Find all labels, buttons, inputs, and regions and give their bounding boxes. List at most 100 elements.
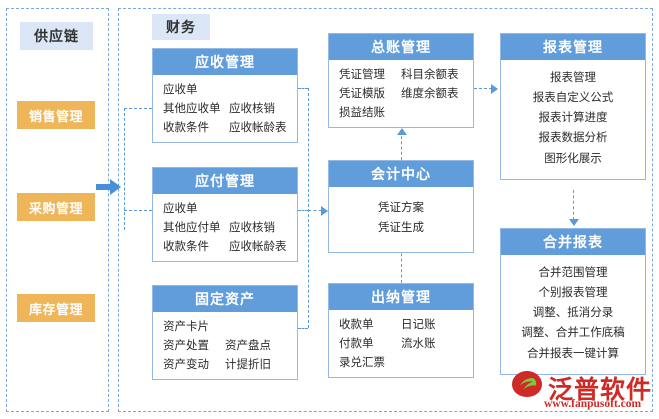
module-sales-management[interactable]: 销售管理 [17,101,95,129]
card-report-management[interactable]: 报表管理 报表管理 报表自定义公式 报表计算进度 报表数据分析 图形化展示 [500,33,646,180]
card-item[interactable]: 凭证模版 [339,87,385,100]
card-item[interactable]: 调整、合并工作底稿 [521,327,625,340]
finance-title: 财务 [152,14,210,40]
card-item[interactable]: 维度余额表 [401,87,459,100]
flow-arrow-icon [96,179,121,195]
card-item [225,318,287,337]
card-item[interactable]: 凭证方案 [378,202,424,214]
card-title-report-management: 报表管理 [501,34,645,60]
card-item[interactable]: 计提折旧 [225,358,271,371]
card-accounts-payable[interactable]: 应付管理 应收单 其他应付单 应收核销 收款条件 应收帐龄表 [152,167,298,262]
arrow-into-accounting [321,206,328,216]
card-item [401,104,463,123]
connector-gl-to-report [474,88,492,89]
card-item[interactable]: 应收帐龄表 [229,121,287,134]
fanpu-logo-icon [512,371,542,397]
card-row: 录兑汇票 [329,354,473,373]
card-item[interactable]: 个别报表管理 [538,287,608,300]
connector-ap-out [298,210,308,211]
card-item[interactable]: 录兑汇票 [339,356,385,369]
card-fixed-assets[interactable]: 固定资产 资产卡片 资产处置 资产盘点 资产变动 计提折旧 [152,285,298,380]
card-item[interactable]: 应收核销 [229,221,275,234]
card-cashier-management[interactable]: 出纳管理 收款单 日记账 付款单 流水账 录兑汇票 [328,283,474,378]
card-item[interactable]: 应收单 [163,84,198,96]
card-item[interactable]: 资产卡片 [163,321,209,333]
card-item[interactable]: 收款条件 [163,240,209,253]
card-item[interactable]: 资产处置 [163,339,209,352]
logo-website-url: www.fanpusoft.com [544,398,642,410]
card-item[interactable]: 合并报表一键计算 [527,347,619,360]
card-item[interactable]: 报表自定义公式 [532,92,614,105]
connector-to-ap [124,210,152,211]
card-item[interactable]: 调整、抵消分录 [532,307,614,320]
arrow-into-report-management [491,84,498,94]
card-item[interactable]: 损益结账 [339,106,385,119]
card-item[interactable]: 资产盘点 [225,339,271,352]
card-body-accounts-receivable: 应收单 其他应收单 应收核销 收款条件 应收帐龄表 [153,75,297,142]
card-title-cashier-management: 出纳管理 [329,284,473,310]
arrow-into-general-ledger [397,128,407,135]
card-accounts-receivable[interactable]: 应收管理 应收单 其他应收单 应收核销 收款条件 应收帐龄表 [152,48,298,143]
card-body-accounting-center: 凭证方案 凭证生成 [329,187,473,252]
card-item[interactable]: 报表数据分析 [538,132,608,145]
card-title-accounting-center: 会计中心 [329,161,473,187]
module-purchase-management[interactable]: 采购管理 [17,193,95,221]
module-inventory-management[interactable]: 库存管理 [17,294,95,322]
card-item[interactable]: 凭证管理 [339,69,385,81]
card-body-general-ledger: 凭证管理 科目余额表 凭证模版 维度余额表 损益结账 [329,60,473,127]
card-row: 其他应付单 应收核销 [153,219,297,238]
card-body-cashier-management: 收款单 日记账 付款单 流水账 录兑汇票 [329,310,473,377]
card-item[interactable]: 收款单 [339,319,374,331]
card-item[interactable]: 凭证生成 [378,222,424,235]
card-item[interactable]: 报表管理 [550,72,596,84]
card-body-consolidated-reports: 合并范围管理 个别报表管理 调整、抵消分录 调整、合并工作底稿 合并报表一键计算 [501,255,645,374]
card-item[interactable]: 应收帐龄表 [229,240,287,253]
card-item[interactable]: 日记账 [401,319,436,331]
card-item[interactable]: 付款单 [339,337,374,350]
card-row: 应收单 [153,200,297,219]
card-item[interactable]: 流水账 [401,337,436,350]
card-consolidated-reports[interactable]: 合并报表 合并范围管理 个别报表管理 调整、抵消分录 调整、合并工作底稿 合并报… [500,228,646,375]
card-item[interactable]: 其他应付单 [163,221,221,234]
card-body-fixed-assets: 资产卡片 资产处置 资产盘点 资产变动 计提折旧 [153,312,297,379]
card-item[interactable]: 图形化展示 [544,152,602,165]
card-accounting-center[interactable]: 会计中心 凭证方案 凭证生成 [328,160,474,254]
finance-container [118,8,653,412]
card-row: 资产卡片 [153,318,297,337]
supply-chain-container [6,8,109,412]
card-item[interactable]: 其他应收单 [163,102,221,115]
card-item[interactable]: 收款条件 [163,121,209,134]
card-row: 应收单 [153,81,297,100]
card-title-consolidated-reports: 合并报表 [501,229,645,255]
card-row: 付款单 流水账 [329,335,473,354]
card-row: 其他应收单 应收核销 [153,100,297,119]
connector-report-to-consolidated [573,190,574,220]
connector-fa-out [298,328,308,329]
card-row: 收款条件 应收帐龄表 [153,238,297,257]
card-row: 资产变动 计提折旧 [153,356,297,375]
card-general-ledger[interactable]: 总账管理 凭证管理 科目余额表 凭证模版 维度余额表 损益结账 [328,33,474,128]
card-row: 收款条件 应收帐龄表 [153,119,297,138]
card-item[interactable]: 科目余额表 [401,69,459,81]
card-row: 凭证模版 维度余额表 [329,85,473,104]
connector-mid-to-accounting [308,210,322,211]
card-body-accounts-payable: 应收单 其他应付单 应收核销 收款条件 应收帐龄表 [153,194,297,261]
card-item[interactable]: 资产变动 [163,358,209,371]
card-row: 损益结账 [329,104,473,123]
card-item[interactable]: 应收核销 [229,102,275,115]
connector-to-ar [124,108,152,109]
card-item [229,81,287,100]
card-body-report-management: 报表管理 报表自定义公式 报表计算进度 报表数据分析 图形化展示 [501,60,645,179]
card-item[interactable]: 合并范围管理 [538,267,608,279]
card-title-accounts-receivable: 应收管理 [153,49,297,75]
card-item [229,200,287,219]
card-item[interactable]: 应收单 [163,203,198,215]
card-row: 凭证管理 科目余额表 [329,66,473,85]
card-title-fixed-assets: 固定资产 [153,286,297,312]
supply-chain-title: 供应链 [20,22,93,50]
connector-left-trunk [124,108,125,230]
logo-company-name: 泛普软件 [548,376,653,404]
card-item[interactable]: 报表计算进度 [538,112,608,125]
connector-mid-trunk [308,88,309,328]
